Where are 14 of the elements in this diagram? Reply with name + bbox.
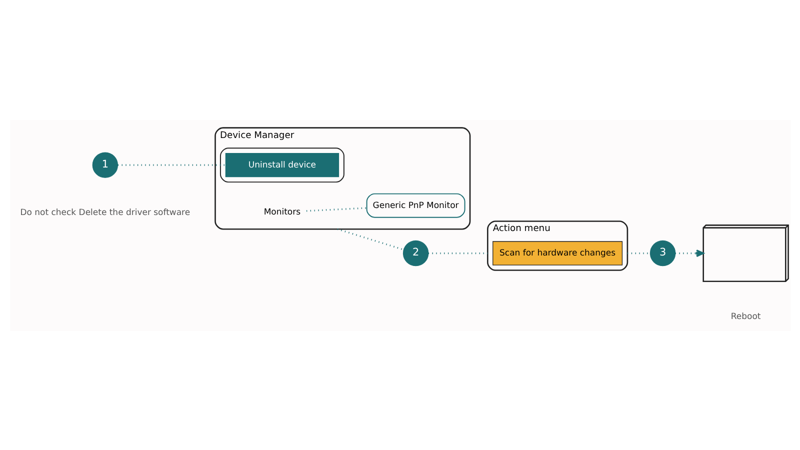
node-box: Scan for hardware changes — [492, 240, 622, 265]
node-circle: 1 — [92, 152, 118, 178]
cluster — [219, 147, 344, 182]
node-text: Monitors — [263, 206, 300, 217]
arrow — [674, 249, 704, 257]
node-box: Uninstall device — [224, 152, 339, 177]
node-circle: 2 — [402, 240, 428, 266]
node-label: Do not check Delete the driver software — [20, 207, 190, 218]
connector — [117, 164, 226, 166]
connector — [306, 206, 366, 212]
node-circle: 3 — [649, 240, 676, 266]
node-label: Reboot — [730, 311, 760, 322]
node-box: Generic PnP Monitor — [366, 192, 465, 218]
connector — [336, 228, 404, 250]
